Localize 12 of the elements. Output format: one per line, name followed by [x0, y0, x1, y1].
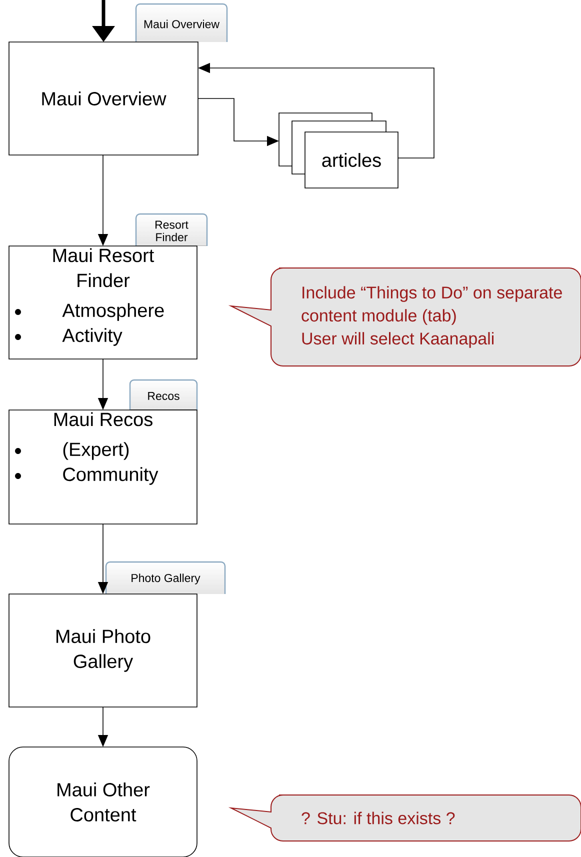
comment-callout: ? Stu: if this exists ?: [230, 794, 581, 842]
page-box: Maui Other Content: [8, 746, 198, 857]
page-box: Maui Photo Gallery: [8, 594, 198, 708]
page-box: Maui Recos (Expert) Community: [8, 410, 198, 524]
article-stack: articles: [278, 112, 398, 188]
page-tab: Photo Gallery: [105, 561, 226, 594]
page-box: Maui Overview: [8, 42, 198, 156]
page-tab: Maui Overview: [135, 3, 228, 42]
page-box: Maui Resort Finder Atmosphere Activity: [8, 246, 198, 360]
page-tab: Resort Finder: [135, 213, 208, 246]
comment-callout: Include “Things to Do” on separate content module (tab) User will select Kaanapali: [230, 268, 581, 366]
page-tab: Recos: [129, 379, 198, 410]
